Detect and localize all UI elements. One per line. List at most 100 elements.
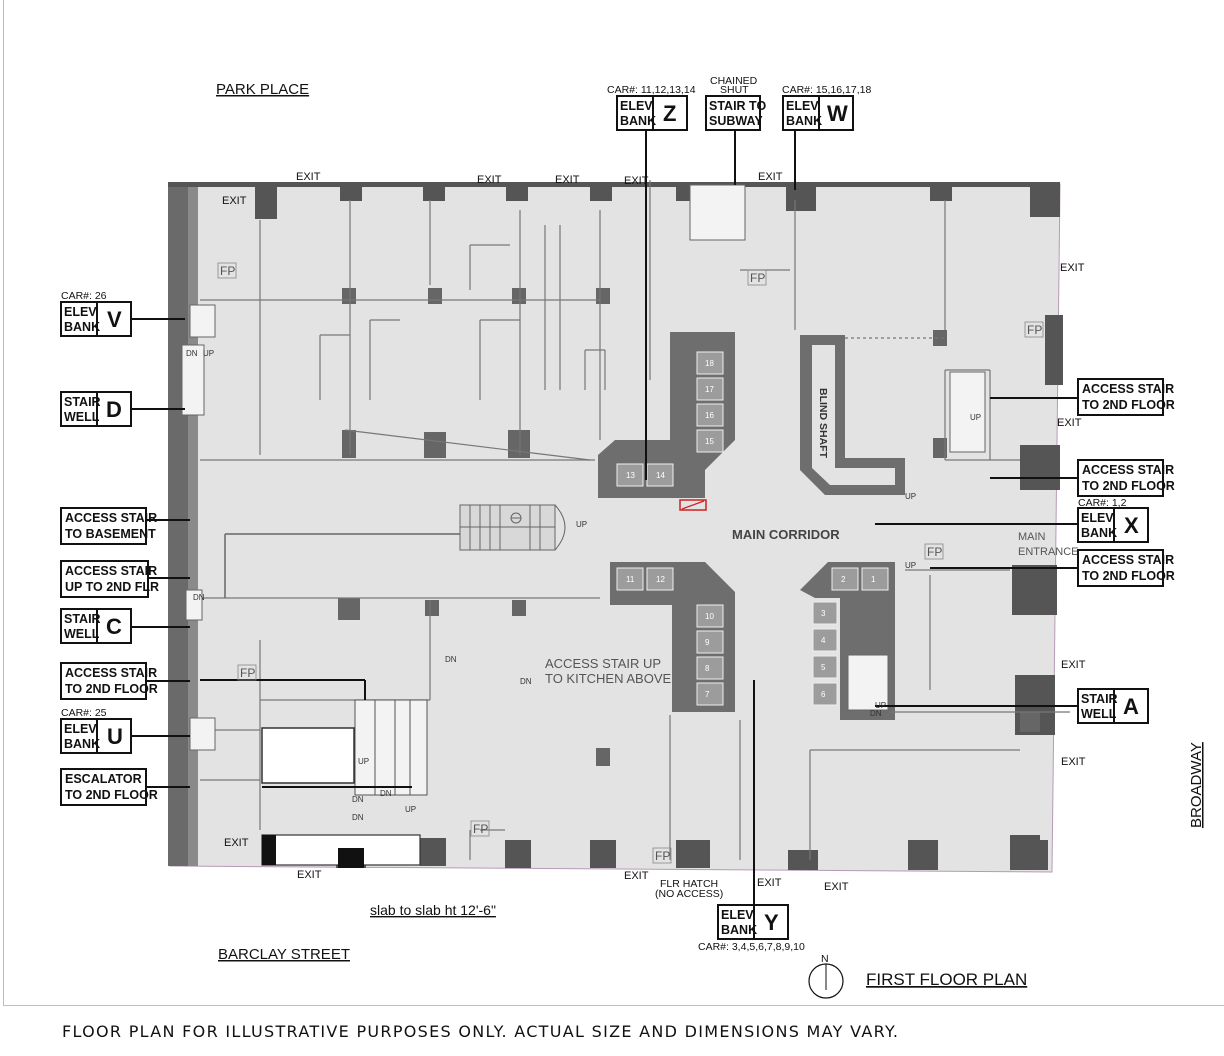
up-mark: UP <box>970 413 981 422</box>
svg-text:BANK: BANK <box>64 737 100 751</box>
right-column-car-number: 3 <box>821 609 826 618</box>
svg-text:ACCESS STAIR: ACCESS STAIR <box>1082 463 1174 477</box>
fp-label: FP <box>927 545 942 559</box>
svg-text:WELL: WELL <box>64 627 100 641</box>
svg-text:TO 2ND FLOOR: TO 2ND FLOOR <box>1082 569 1175 583</box>
upper-pair-car-number: 14 <box>656 471 665 480</box>
svg-text:ELEV: ELEV <box>620 99 653 113</box>
elev-x-cars: CAR#: 1,2 <box>1078 497 1127 509</box>
elev-w-cars: CAR#: 15,16,17,18 <box>782 84 871 96</box>
left-rule <box>3 0 4 1005</box>
up-mark: UP <box>203 349 214 358</box>
svg-text:BANK: BANK <box>620 114 656 128</box>
access-stair-right-3: ACCESS STAIR TO 2ND FLOOR <box>1077 549 1175 587</box>
main-entrance-line2: ENTRANCE <box>1018 546 1079 558</box>
exit-label: EXIT <box>757 877 782 889</box>
slab-note: slab to slab ht 12'-6" <box>370 902 496 918</box>
fp-box <box>237 664 257 681</box>
fp-label: FP <box>655 849 670 863</box>
right-column-car-number: 5 <box>821 663 826 672</box>
svg-text:STAIR TO: STAIR TO <box>709 99 766 113</box>
access-stair-left-2nd: ACCESS STAIR TO 2ND FLOOR <box>60 662 158 700</box>
svg-text:ACCESS STAIR: ACCESS STAIR <box>1082 382 1174 396</box>
up-mark: UP <box>576 520 587 529</box>
elev-bank-u: ELEV BANK U <box>60 718 132 754</box>
right-pair-car <box>831 567 859 591</box>
svg-text:V: V <box>107 307 122 332</box>
kitchen-stair-line1: ACCESS STAIR UP <box>545 656 661 671</box>
fp-box <box>652 847 672 864</box>
svg-text:WELL: WELL <box>1081 707 1117 721</box>
svg-text:BANK: BANK <box>1081 526 1117 540</box>
blind-shaft-void <box>812 345 895 485</box>
stair-well-c: STAIR WELL C <box>60 608 132 644</box>
interior-columns <box>338 288 1040 766</box>
north-wall <box>168 182 1060 187</box>
chained-shut-line1: CHAINED <box>710 75 758 87</box>
svg-text:ACCESS STAIR: ACCESS STAIR <box>65 564 157 578</box>
svg-text:ELEV: ELEV <box>64 305 97 319</box>
svg-text:STAIR: STAIR <box>64 612 101 626</box>
lower-pair-car-number: 11 <box>626 575 635 584</box>
elev-v-cars: CAR#: 26 <box>61 290 107 302</box>
right-column-car-number: 6 <box>821 690 826 699</box>
exit-label: EXIT <box>824 881 849 893</box>
basement-stair <box>459 504 566 551</box>
fp-box <box>470 820 490 837</box>
blind-shaft-label: BLIND SHAFT <box>817 388 829 459</box>
main-entrance-line1: MAIN <box>1018 531 1046 543</box>
dn-mark: DN <box>352 813 364 822</box>
street-park-place: PARK PLACE <box>216 81 309 98</box>
dn-mark: DN <box>193 593 205 602</box>
svg-text:SUBWAY: SUBWAY <box>709 114 763 128</box>
svg-text:BANK: BANK <box>721 923 757 937</box>
elev-y-cars: CAR#: 3,4,5,6,7,8,9,10 <box>698 941 805 953</box>
elev-bank-x: ELEV BANK X <box>1077 507 1149 543</box>
svg-text:ACCESS STAIR: ACCESS STAIR <box>1082 553 1174 567</box>
elev-bank-z: ELEV BANK Z <box>616 95 688 131</box>
up-mark: UP <box>905 492 916 501</box>
lower-column-car <box>696 630 724 654</box>
svg-text:ACCESS STAIR: ACCESS STAIR <box>65 511 157 525</box>
flr-hatch-line1: FLR HATCH <box>660 878 718 890</box>
escalator <box>354 699 428 796</box>
west-wall <box>168 184 188 866</box>
kitchen-stair-line2: TO KITCHEN ABOVE <box>545 671 672 686</box>
exit-label: EXIT <box>624 870 649 882</box>
exit-label: EXIT <box>297 869 322 881</box>
upper-column-car <box>696 429 724 453</box>
exit-label: EXIT <box>555 174 580 186</box>
elev-bank-v: ELEV BANK V <box>60 301 132 337</box>
plan-title: FIRST FLOOR PLAN <box>866 970 1027 989</box>
lower-column-car-number: 9 <box>705 638 710 647</box>
svg-text:BANK: BANK <box>64 320 100 334</box>
lower-pair-car <box>616 567 644 591</box>
right-pair-car-number: 2 <box>841 575 846 584</box>
up-mark: UP <box>405 805 416 814</box>
upper-column-car-number: 15 <box>705 437 714 446</box>
svg-text:TO 2ND FLOOR: TO 2ND FLOOR <box>1082 479 1175 493</box>
fp-label: FP <box>1027 323 1042 337</box>
dn-mark: DN <box>870 709 882 718</box>
svg-text:ELEV: ELEV <box>721 908 754 922</box>
svg-text:Y: Y <box>764 910 779 935</box>
svg-text:TO 2ND FLOOR: TO 2ND FLOOR <box>65 682 158 696</box>
exit-label: EXIT <box>624 175 649 187</box>
right-column-car <box>812 655 838 679</box>
svg-text:U: U <box>107 724 123 749</box>
elev-u-cars: CAR#: 25 <box>61 707 107 719</box>
fp-box <box>747 269 767 286</box>
svg-text:W: W <box>827 101 848 126</box>
sw-room <box>261 727 355 784</box>
dn-mark: DN <box>186 349 198 358</box>
upper-column-car-number: 17 <box>705 385 714 394</box>
svg-text:Z: Z <box>663 101 676 126</box>
fp-label: FP <box>240 666 255 680</box>
access-stair-right-2: ACCESS STAIR TO 2ND FLOOR <box>1077 459 1175 497</box>
svg-text:TO 2ND FLOOR: TO 2ND FLOOR <box>65 788 158 802</box>
